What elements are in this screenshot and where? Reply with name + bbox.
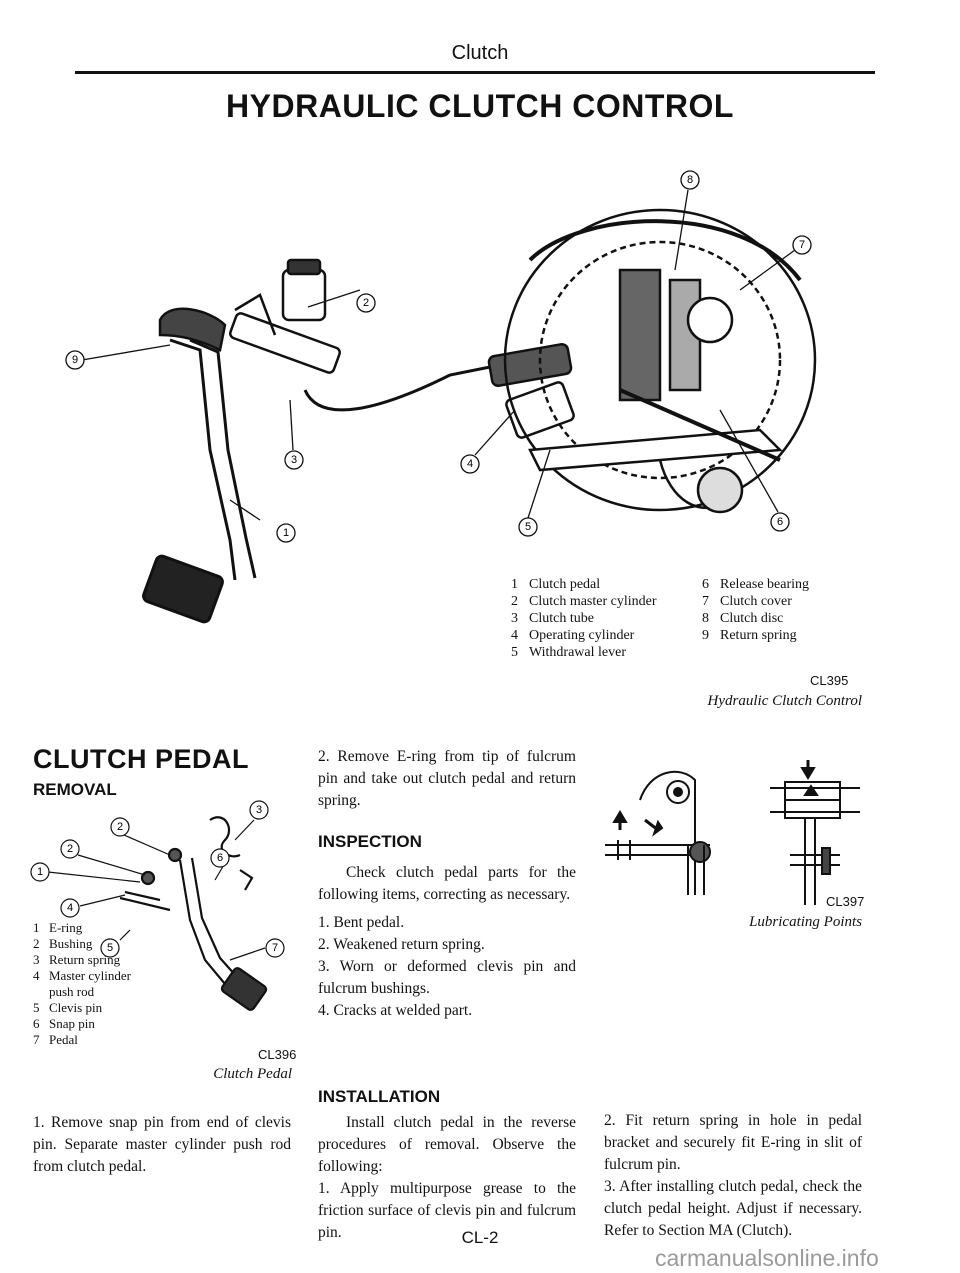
- pedal-bracket-right-drawing: [770, 760, 860, 905]
- removal-step-2: 2. Remove E-ring from tip of fulcrum pin…: [318, 748, 576, 809]
- callout-5: 5: [518, 517, 538, 537]
- page-title: HYDRAULIC CLUTCH CONTROL: [226, 88, 734, 124]
- svg-text:2: 2: [67, 843, 73, 855]
- svg-text:1: 1: [37, 866, 43, 878]
- callout-4: 4: [460, 454, 480, 474]
- clutch-tube-drawing: [303, 363, 501, 412]
- inspection-item: 1. Bent pedal.: [318, 914, 405, 931]
- pedal-callout: 1: [30, 862, 50, 882]
- svg-text:2: 2: [117, 821, 123, 833]
- hydraulic-clutch-illustration: 9 2 3 4 5 6 7 8 1: [65, 170, 817, 624]
- figure2-caption: Clutch Pedal: [213, 1066, 292, 1082]
- watermark: carmanualsonline.info: [655, 1245, 879, 1271]
- svg-text:8: 8: [687, 174, 693, 186]
- removal-heading: REMOVAL: [33, 780, 117, 799]
- callout-3: 3: [284, 450, 304, 470]
- clutch-assembly-drawing: [503, 208, 817, 514]
- figure3-caption: Lubricating Points: [749, 914, 862, 930]
- operating-cylinder-drawing: [487, 342, 575, 439]
- page-number: CL-2: [461, 1228, 499, 1247]
- figure2-code: CL396: [258, 1047, 297, 1062]
- pedal-callout: 7: [265, 938, 285, 958]
- callout-7: 7: [792, 235, 812, 255]
- pedal-callout: 2: [60, 839, 80, 859]
- snap-pin-drawing: [239, 869, 254, 891]
- inspection-item: 2. Weakened return spring.: [318, 936, 485, 953]
- legend-item: push rod: [49, 984, 95, 999]
- callout-8: 8: [680, 170, 700, 190]
- pedal-callout: 2: [110, 817, 130, 837]
- callout-2: 2: [356, 293, 376, 313]
- svg-text:1: 1: [283, 527, 289, 539]
- installation-step: 2. Fit return spring in hole in pedal br…: [604, 1112, 862, 1173]
- figure1-code: CL395: [810, 673, 849, 688]
- push-rod-drawing: [119, 890, 171, 912]
- figure1-caption: Hydraulic Clutch Control: [707, 693, 862, 709]
- pedal-callout: 5: [100, 938, 120, 958]
- bushing-drawing: [140, 870, 156, 886]
- svg-text:3: 3: [256, 804, 262, 816]
- lubricating-points-illustration: [605, 760, 860, 905]
- section-heading: CLUTCH PEDAL: [33, 744, 249, 774]
- installation-heading: INSTALLATION: [318, 1087, 441, 1106]
- svg-text:7: 7: [799, 239, 805, 251]
- svg-text:2: 2: [363, 297, 369, 309]
- callout-6: 6: [770, 512, 790, 532]
- installation-right-body: 2. Fit return spring in hole in pedal br…: [604, 1110, 862, 1242]
- figure3-code: CL397: [826, 894, 865, 909]
- return-spring-drawing: [209, 816, 241, 858]
- callout-9: 9: [65, 350, 85, 370]
- svg-text:5: 5: [107, 942, 113, 954]
- pedal-arm-drawing: [178, 859, 231, 991]
- inspection-item: 4. Cracks at welded part.: [318, 1002, 473, 1019]
- inspection-heading: INSPECTION: [318, 832, 422, 851]
- header-rule: [75, 71, 875, 74]
- svg-text:9: 9: [72, 354, 78, 366]
- svg-text:4: 4: [467, 458, 473, 470]
- inspection-item: 3. Worn or deformed clevis pin and fulcr…: [318, 958, 576, 997]
- pedal-pad-drawing: [220, 967, 268, 1011]
- installation-step: 3. After installing clutch pedal, check …: [604, 1178, 862, 1239]
- inspection-body: Check clutch pedal parts for the followi…: [318, 862, 576, 1022]
- svg-text:6: 6: [777, 516, 783, 528]
- svg-text:5: 5: [525, 521, 531, 533]
- pedal-callout: 4: [60, 898, 80, 918]
- removal-step-1: 1. Remove snap pin from end of clevis pi…: [33, 1114, 291, 1175]
- svg-text:3: 3: [291, 454, 297, 466]
- svg-text:6: 6: [217, 852, 223, 864]
- callout-1: 1: [276, 523, 296, 543]
- installation-body: Install clutch pedal in the reverse proc…: [318, 1112, 576, 1244]
- pedal-callout: 6: [210, 848, 230, 868]
- clutch-pedal-exploded-illustration: 1 2 2 3 4 5 6 7: [30, 800, 285, 1011]
- pedal-callout: 3: [249, 800, 269, 820]
- clutch-pedal-drawing: [142, 338, 257, 624]
- leader-lines: [81, 189, 796, 521]
- svg-text:4: 4: [67, 902, 73, 914]
- master-cylinder-drawing: [158, 258, 341, 374]
- running-title: Clutch: [451, 42, 509, 64]
- pedal-bracket-left-drawing: [639, 770, 696, 895]
- installation-step: 1. Apply multipurpose grease to the fric…: [318, 1180, 576, 1241]
- svg-text:7: 7: [272, 942, 278, 954]
